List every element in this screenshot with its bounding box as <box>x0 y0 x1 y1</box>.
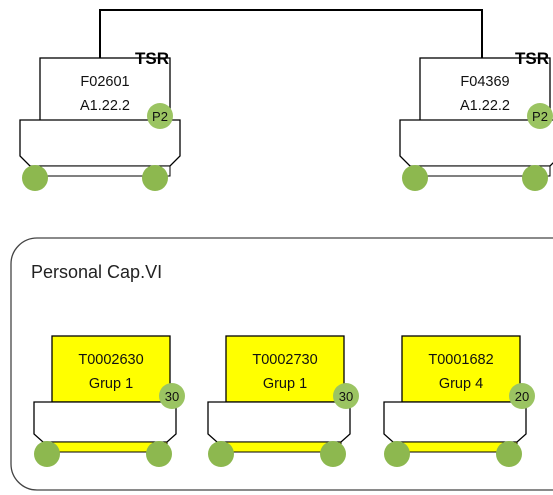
unit-group: Grup 4 <box>439 376 483 392</box>
wheel-right <box>320 441 346 467</box>
unit-badge-label: 30 <box>165 389 179 404</box>
unit-badge-label: P2 <box>532 109 548 124</box>
unit-badge <box>527 103 553 129</box>
unit-label-box <box>401 335 521 403</box>
unit-code: T0002730 <box>252 352 317 368</box>
wheel-right <box>522 165 548 191</box>
connector-line <box>99 9 483 58</box>
unit-badge <box>159 383 185 409</box>
unit-tag: TSR <box>515 49 549 68</box>
unit-code: T0001682 <box>428 352 493 368</box>
unit-tag: TSR <box>135 49 169 68</box>
wheel-left <box>402 165 428 191</box>
unit-base <box>33 401 177 443</box>
unit-code: F02601 <box>80 74 129 90</box>
unit-badge-label: P2 <box>152 109 168 124</box>
unit-label-box <box>51 335 171 403</box>
group-container <box>10 237 553 491</box>
wheel-right <box>146 441 172 467</box>
unit-t0001682[interactable]: T0001682 Grup 4 20 <box>383 335 535 467</box>
unit-group: Grup 1 <box>263 376 307 392</box>
wheel-right <box>142 165 168 191</box>
unit-base <box>383 401 527 443</box>
wheel-right <box>496 441 522 467</box>
unit-badge-label: 30 <box>339 389 353 404</box>
unit-f02601[interactable]: TSR F02601 A1.22.2 P2 <box>19 49 181 191</box>
unit-badge-label: 20 <box>515 389 529 404</box>
unit-t0002630[interactable]: T0002630 Grup 1 30 <box>33 335 185 467</box>
unit-version: A1.22.2 <box>80 98 130 114</box>
unit-badge <box>509 383 535 409</box>
unit-version: A1.22.2 <box>460 98 510 114</box>
wheel-left <box>208 441 234 467</box>
unit-badge <box>333 383 359 409</box>
wheel-left <box>22 165 48 191</box>
unit-group: Grup 1 <box>89 376 133 392</box>
unit-f04369[interactable]: TSR F04369 A1.22.2 P2 <box>399 49 553 191</box>
unit-code: F04369 <box>460 74 509 90</box>
unit-base <box>399 119 553 167</box>
unit-base <box>207 401 351 443</box>
unit-badge <box>147 103 173 129</box>
wheel-left <box>34 441 60 467</box>
group-title: Personal Cap.VI <box>31 262 162 282</box>
wheel-left <box>384 441 410 467</box>
unit-t0002730[interactable]: T0002730 Grup 1 30 <box>207 335 359 467</box>
unit-code: T0002630 <box>78 352 143 368</box>
unit-label-box <box>225 335 345 403</box>
